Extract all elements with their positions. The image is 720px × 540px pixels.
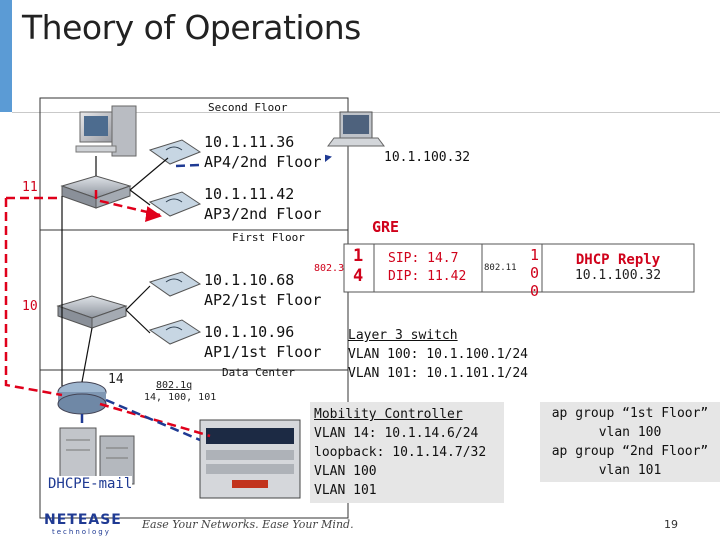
laptop-icon bbox=[327, 111, 385, 147]
vlan-14-tag: 14 bbox=[108, 372, 124, 387]
client-ip-label: 10.1.100.32 bbox=[384, 150, 471, 165]
vlan-10-tag: 10 bbox=[22, 299, 38, 314]
mobility-title: Mobility Controller bbox=[314, 407, 463, 422]
gre-seg2: 1 0 0 bbox=[530, 246, 539, 300]
gre-inner-proto: 802.11 bbox=[484, 263, 517, 273]
gre-seg2-bottom: 0 bbox=[530, 282, 540, 300]
apgroup-line-4: vlan 101 bbox=[598, 463, 662, 478]
ap3-ip: 10.1.11.42 bbox=[204, 185, 295, 203]
slogan: Ease Your Networks. Ease Your Mind. bbox=[142, 518, 354, 531]
layer3-switch-info: Layer 3 switch VLAN 100: 10.1.100.1/24 V… bbox=[348, 326, 528, 383]
ap4-label: 10.1.11.36 AP4/2nd Floor bbox=[204, 132, 326, 172]
apgroup-line-2: vlan 100 bbox=[598, 425, 662, 440]
gre-label: GRE bbox=[372, 218, 400, 236]
dhcp-reply: DHCP Reply 10.1.100.32 bbox=[542, 252, 694, 283]
ap4-ip: 10.1.11.36 bbox=[204, 133, 295, 151]
dhcp-reply-box bbox=[541, 243, 695, 293]
desktop-pc-icon bbox=[75, 105, 137, 157]
controller-device-icon bbox=[199, 419, 301, 499]
dhcp-reply-title: DHCP Reply bbox=[575, 252, 661, 268]
gre-seg1-bottom: 4 bbox=[353, 266, 364, 286]
ap1-name: AP1/1st Floor bbox=[204, 343, 322, 361]
ap2-icon bbox=[148, 271, 202, 297]
ap1-icon bbox=[148, 319, 202, 345]
ap3-name: AP3/2nd Floor bbox=[204, 205, 322, 223]
ap2-name: AP2/1st Floor bbox=[204, 291, 322, 309]
ap4-name: AP4/2nd Floor bbox=[204, 153, 322, 171]
layer3-vlan101: VLAN 101: 10.1.101.1/24 bbox=[348, 366, 529, 381]
ap-groups-box: ap group “1st Floor” vlan 100 ap group “… bbox=[540, 402, 720, 482]
gre-inner-box bbox=[481, 243, 543, 293]
ap2-ip: 10.1.10.68 bbox=[204, 271, 295, 289]
dhcp-server-label: DHCPE-mail bbox=[48, 476, 133, 492]
gre-ip-header: SIP: 14.7 DIP: 11.42 bbox=[388, 250, 466, 286]
data-center-label: Data Center bbox=[222, 366, 295, 379]
ap2-label: 10.1.10.68 AP2/1st Floor bbox=[204, 270, 322, 310]
page-number: 19 bbox=[664, 518, 678, 531]
mobility-line-1: VLAN 14: 10.1.14.6/24 bbox=[314, 426, 479, 441]
title-accent-bar bbox=[0, 0, 12, 112]
netease-logo-sub: technology bbox=[52, 528, 111, 536]
ap4-icon bbox=[148, 139, 202, 165]
gre-seg2-mid: 0 bbox=[530, 264, 540, 282]
gre-seg1-top: 1 bbox=[353, 246, 364, 266]
first-floor-label: First Floor bbox=[232, 231, 305, 244]
trunk-label: 802.1q bbox=[156, 380, 193, 391]
second-floor-label: Second Floor bbox=[208, 101, 288, 114]
gre-tunnel-path bbox=[4, 190, 211, 438]
gre-proto-label: 802.3 bbox=[314, 263, 345, 274]
vlan-11-tag: 11 bbox=[22, 180, 38, 195]
trunk-vlans-label: 14, 100, 101 bbox=[144, 392, 217, 403]
gre-seg2-top: 1 bbox=[530, 246, 540, 264]
apgroup-line-3: ap group “2nd Floor” bbox=[551, 444, 709, 459]
gre-dip: DIP: 11.42 bbox=[388, 269, 467, 284]
netease-logo: NETEASE bbox=[44, 512, 122, 528]
apgroup-line-1: ap group “1st Floor” bbox=[551, 406, 709, 421]
router-icon bbox=[57, 381, 107, 415]
ap3-label: 10.1.11.42 AP3/2nd Floor bbox=[204, 184, 322, 224]
mobility-line-3: VLAN 100 bbox=[314, 464, 377, 479]
mobility-line-2: loopback: 10.1.14.7/32 bbox=[314, 445, 487, 460]
ap1-ip: 10.1.10.96 bbox=[204, 323, 295, 341]
slide-title: Theory of Operations bbox=[22, 8, 361, 47]
gre-seg1: 1 4 bbox=[353, 246, 363, 286]
mobility-controller-box: Mobility Controller VLAN 14: 10.1.14.6/2… bbox=[310, 402, 504, 503]
dhcp-reply-ip: 10.1.100.32 bbox=[574, 268, 662, 283]
ap3-icon bbox=[148, 191, 202, 217]
switch-10-icon bbox=[56, 295, 128, 329]
layer3-title: Layer 3 switch bbox=[348, 328, 458, 343]
mobility-line-4: VLAN 101 bbox=[314, 483, 377, 498]
wired-links bbox=[61, 156, 169, 386]
layer3-vlan100: VLAN 100: 10.1.100.1/24 bbox=[348, 347, 529, 362]
ap1-label: 10.1.10.96 AP1/1st Floor bbox=[204, 322, 322, 362]
gre-sip: SIP: 14.7 bbox=[388, 251, 459, 266]
